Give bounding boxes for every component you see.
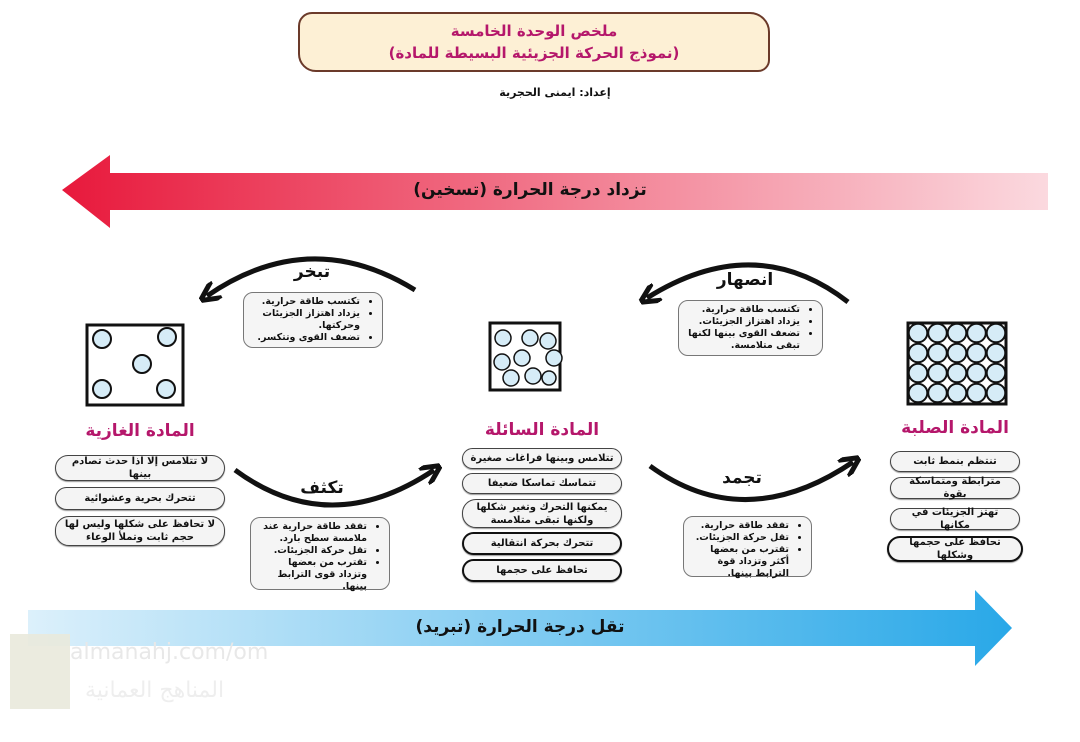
solid-particle: [927, 342, 948, 364]
solid-fact: مترابطة ومتماسكة بقوة: [890, 476, 1020, 500]
info-point: تفقد طاقة حرارية.: [692, 520, 789, 532]
condensation-label: تكثف: [300, 478, 344, 498]
solid-particle: [985, 322, 1007, 344]
evaporation-info: تكتسب طاقة حرارية. يزداد اهتزاز الجزيئات…: [243, 292, 383, 348]
heating-label: تزداد درجة الحرارة (تسخين): [413, 180, 647, 200]
liquid-particles-box: [488, 321, 563, 392]
info-point: تقترب من بعضها وتزداد قوى الترابط بينها.: [259, 557, 368, 593]
freezing-curve-arrow: [648, 462, 853, 502]
cooling-label: تقل درجة الحرارة (تبريد): [415, 617, 625, 637]
solid-particle: [966, 322, 987, 344]
solid-particle: [966, 342, 987, 364]
info-point: يزداد اهتزاز الجزيئات وحركتها.: [252, 308, 360, 332]
solid-label: المادة الصلبة: [901, 418, 1009, 438]
solid-particle: [927, 382, 948, 404]
liquid-fact: تتماسك تماسكا ضعيفا: [462, 473, 622, 494]
watermark-logo: [10, 634, 70, 709]
solid-particle: [927, 362, 948, 384]
watermark-name: المناهج العمانية: [85, 678, 225, 703]
liquid-fact: تتلامس وبينها فراغات صغيرة: [462, 448, 622, 469]
info-point: تضعف القوى بينها لكنها تبقى متلامسة.: [687, 328, 800, 352]
liquid-fact: يمكنها التحرك وتغير شكلها ولكنها تبقى مت…: [462, 499, 622, 528]
solid-particle: [985, 382, 1007, 404]
solid-particle: [907, 362, 929, 384]
melting-curve-arrow: [647, 262, 850, 302]
gas-fact: تتحرك بحرية وعشوائية: [55, 487, 225, 510]
info-point: تكتسب طاقة حرارية.: [252, 296, 360, 308]
title-line-1: ملخص الوحدة الخامسة: [450, 22, 618, 40]
freezing-label: تجمد: [722, 468, 762, 488]
info-point: تكتسب طاقة حرارية.: [687, 304, 800, 316]
info-point: تقترب من بعضها أكثر وتزداد قوة الترابط ب…: [692, 544, 789, 580]
condensation-curve-arrow: [233, 470, 434, 508]
info-point: تقل حركة الجزيئات.: [259, 545, 367, 557]
melting-label: انصهار: [716, 270, 774, 290]
title-banner: ملخص الوحدة الخامسة (نموذج الحركة الجزيئ…: [298, 12, 770, 72]
solid-particle: [946, 342, 968, 364]
info-point: تضعف القوى وتتكسر.: [252, 332, 360, 344]
heating-arrow: [62, 155, 1048, 228]
info-point: تقل حركة الجزيئات.: [692, 532, 789, 544]
solid-particle: [907, 322, 929, 344]
evaporation-curve-arrow: [207, 256, 417, 296]
freezing-info: تفقد طاقة حرارية. تقل حركة الجزيئات. تقت…: [683, 516, 812, 580]
solid-particle: [946, 362, 968, 384]
cooling-arrow: [28, 590, 1012, 666]
solid-particle: [907, 382, 929, 404]
gas-fact: لا تحافظ على شكلها وليس لها حجم ثابت وتم…: [55, 516, 225, 546]
watermark-url: almanahj.com/om: [70, 640, 269, 665]
solid-particle: [927, 322, 948, 344]
evaporation-label: تبخر: [293, 262, 331, 282]
solid-fact: تحافظ على حجمها وشكلها: [887, 536, 1023, 562]
solid-particle: [966, 382, 987, 404]
info-point: يزداد اهتزاز الجزيئات.: [687, 316, 800, 328]
liquid-fact: تتحرك بحركة انتقالية: [462, 532, 622, 555]
gas-label: المادة الغازية: [85, 421, 195, 441]
liquid-label: المادة السائلة: [484, 420, 600, 440]
condensation-info: تفقد طاقة حرارية عند ملامسة سطح بارد. تق…: [250, 517, 390, 593]
solid-particle: [985, 362, 1007, 384]
solid-particle: [946, 382, 968, 404]
solid-particle: [946, 322, 968, 344]
melting-info: تكتسب طاقة حرارية. يزداد اهتزاز الجزيئات…: [678, 300, 823, 356]
liquid-fact: تحافظ على حجمها: [462, 559, 622, 582]
title-line-2: (نموذج الحركة الجزيئية البسيطة للمادة): [388, 44, 680, 62]
solid-particle: [966, 362, 987, 384]
solid-particle: [985, 342, 1007, 364]
solid-fact: تهتز الجزيئات في مكانها: [890, 507, 1020, 531]
gas-particles-box: [85, 323, 185, 407]
solid-fact: تنتظم بنمط ثابت: [890, 451, 1020, 472]
gas-fact: لا تتلامس إلا اذا حدث تصادم بينها: [55, 455, 225, 481]
solid-particles-box: [906, 321, 1008, 406]
solid-particle: [907, 342, 929, 364]
info-point: تفقد طاقة حرارية عند ملامسة سطح بارد.: [259, 521, 367, 545]
author: إعداد: ايمنى الحجرية: [499, 86, 611, 99]
